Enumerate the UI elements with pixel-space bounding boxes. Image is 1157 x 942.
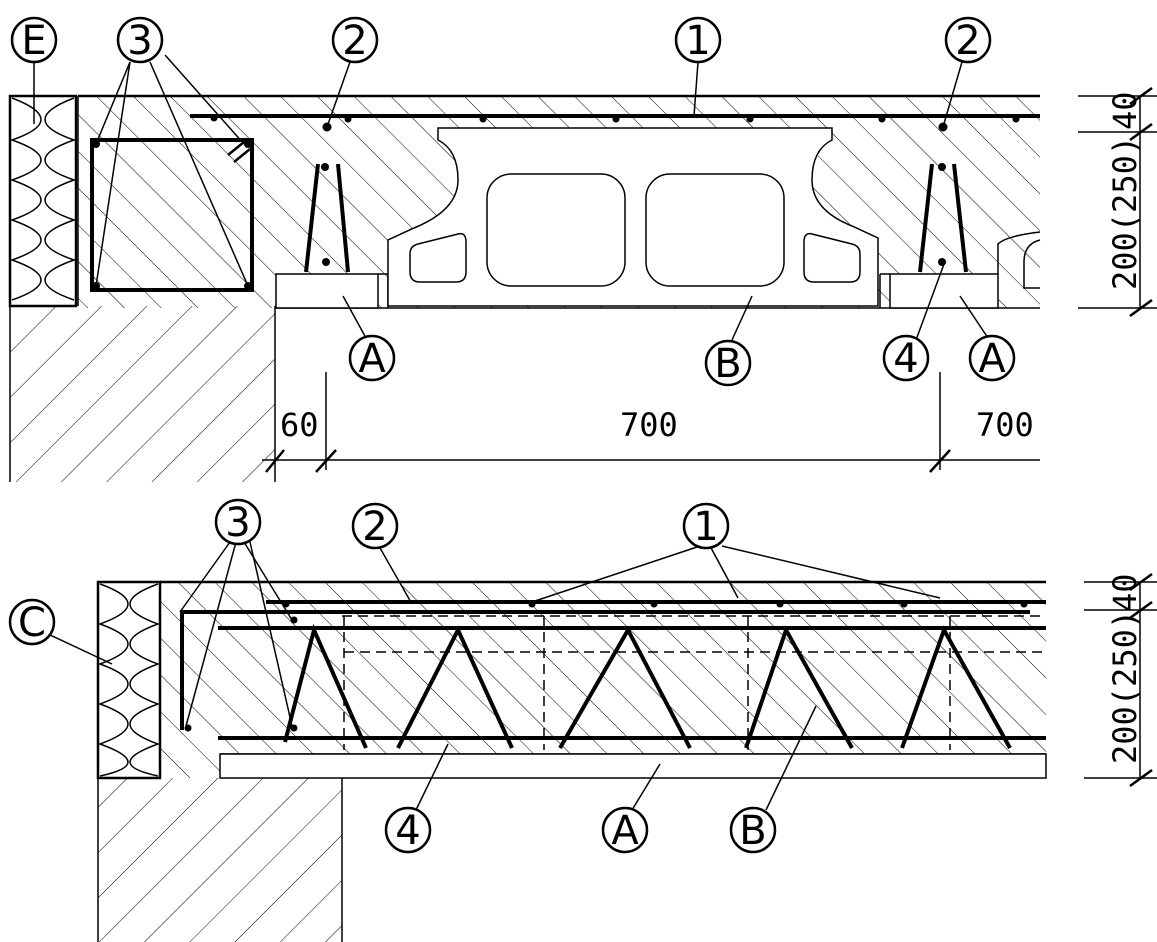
svg-text:2: 2: [362, 504, 387, 550]
bottom-dimension-lines: [1084, 572, 1157, 788]
bottom-insulation: [96, 580, 162, 780]
label-3-bottom: 3: [214, 498, 262, 546]
bottom-block-outlines: [342, 615, 1046, 750]
bottom-ring-bar: [180, 610, 1030, 730]
dim-200-top: 200(250): [1106, 136, 1144, 290]
top-beam-right: [879, 163, 999, 309]
label-4-top: 4: [882, 334, 930, 382]
label-2-bottom: 2: [351, 502, 399, 550]
top-leader-lines: [33, 54, 989, 341]
svg-text:B: B: [714, 341, 741, 387]
bottom-lattice-girders: [218, 623, 1046, 749]
svg-text:4: 4: [893, 336, 918, 382]
label-A-top-left: A: [348, 334, 396, 382]
bottom-wall-masonry: [98, 778, 342, 942]
svg-text:C: C: [18, 600, 46, 646]
svg-text:A: A: [611, 808, 639, 854]
svg-text:4: 4: [395, 808, 420, 854]
label-A-top-right: A: [968, 334, 1016, 382]
dim-200-bottom: 200(250): [1106, 610, 1144, 764]
label-E-top: E: [10, 16, 58, 64]
svg-text:3: 3: [127, 18, 152, 64]
svg-text:A: A: [358, 336, 386, 382]
label-A-bottom: A: [601, 806, 649, 854]
svg-text:A: A: [978, 336, 1006, 382]
label-4-bottom: 4: [384, 806, 432, 854]
bottom-slab-concrete: [160, 582, 1046, 778]
dim-40-bottom: 40: [1106, 573, 1144, 612]
label-2-top-left: 2: [331, 16, 379, 64]
dim-60: 60: [280, 406, 319, 444]
label-3-top: 3: [116, 16, 164, 64]
label-B-top: B: [704, 339, 752, 387]
svg-text:2: 2: [342, 18, 367, 64]
top-wall-masonry: [10, 306, 275, 482]
svg-text:1: 1: [693, 504, 718, 550]
bottom-precast-plank: [219, 753, 1047, 779]
top-distribution-bars: [210, 114, 1020, 132]
top-hollow-block: [387, 127, 1041, 307]
top-beam-left: [275, 163, 389, 309]
label-2-top-right: 2: [944, 16, 992, 64]
top-dimension-lines: [262, 86, 1157, 473]
bottom-bar-dots: [184, 600, 1028, 732]
label-C-bottom: C: [8, 598, 56, 646]
top-section: E 3 2 1 2 A B 4: [8, 16, 1157, 482]
svg-text:3: 3: [225, 500, 250, 546]
svg-text:B: B: [739, 808, 766, 854]
bottom-leader-lines: [47, 541, 941, 811]
dim-40-top: 40: [1106, 91, 1144, 130]
top-insulation: [8, 94, 78, 308]
svg-text:2: 2: [955, 18, 980, 64]
label-1-bottom: 1: [682, 502, 730, 550]
bottom-section: 3 2 1 C 4 A B 40 200(250): [8, 498, 1157, 942]
label-B-bottom: B: [729, 806, 777, 854]
svg-text:1: 1: [685, 18, 710, 64]
svg-text:E: E: [21, 18, 46, 64]
label-1-top: 1: [674, 16, 722, 64]
top-ring-beam-stirrup: [90, 138, 254, 292]
dim-700-right: 700: [976, 406, 1034, 444]
dim-700-main: 700: [620, 406, 678, 444]
